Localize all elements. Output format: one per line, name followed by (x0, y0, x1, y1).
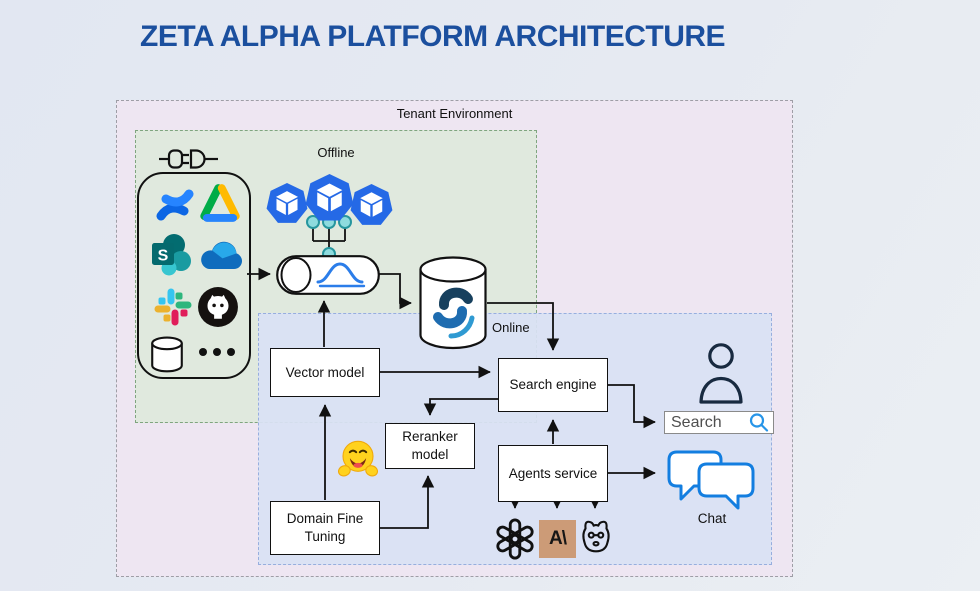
magnifier-icon (749, 413, 769, 432)
ingestion-pipeline-icon (276, 255, 380, 300)
svg-text:S: S (158, 248, 169, 265)
chat-label: Chat (697, 511, 727, 526)
user-person-icon (697, 342, 745, 411)
sharepoint-icon: S (150, 232, 196, 283)
tenant-environment-label: Tenant Environment (396, 106, 513, 121)
data-connectors-box (137, 172, 251, 379)
search-input-text: Search (671, 413, 722, 431)
confluence-icon (155, 185, 195, 230)
zeta-alpha-index-store-icon (417, 255, 489, 357)
anthropic-icon: A\ (539, 520, 576, 558)
agents-service-node: Agents service (498, 445, 608, 502)
offline-label: Offline (317, 145, 355, 160)
search-input[interactable]: Search (664, 411, 774, 434)
slack-icon (153, 287, 193, 332)
more-connectors-icon (196, 345, 238, 364)
github-icon (197, 286, 239, 333)
llama-icon (577, 517, 615, 564)
page-title: ZETA ALPHA PLATFORM ARCHITECTURE (140, 20, 726, 53)
reranker-model-node: Reranker model (385, 423, 475, 469)
online-label: Online (492, 320, 530, 335)
hugging-face-icon (337, 438, 379, 485)
search-engine-node: Search engine (498, 358, 608, 412)
domain-fine-tuning-node: Domain Fine Tuning (270, 501, 380, 555)
chat-bubbles-icon (666, 449, 758, 516)
database-connector-icon (148, 336, 186, 379)
knowledge-cube-icon (266, 183, 308, 230)
knowledge-cube-icon (305, 174, 354, 228)
connector-plug-icon (158, 146, 222, 177)
google-drive-icon (199, 182, 241, 229)
onedrive-icon (197, 240, 245, 277)
knowledge-cube-icon (350, 184, 393, 232)
openai-icon (494, 518, 536, 565)
vector-model-node: Vector model (270, 348, 380, 397)
